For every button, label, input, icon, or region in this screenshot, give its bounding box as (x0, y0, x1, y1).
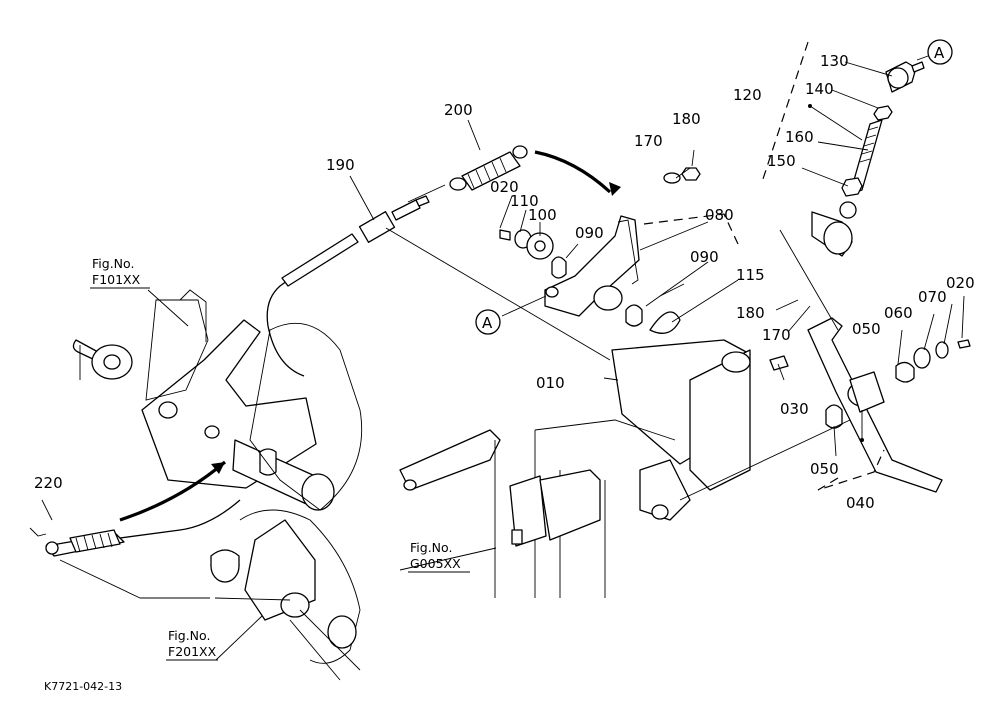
fig-ref-g005-label: Fig.No. (410, 540, 452, 555)
fig-ref-f101-label: Fig.No. (92, 256, 134, 271)
callout-050: 050 (852, 320, 881, 338)
diagram-code: K7721-042-13 (44, 680, 122, 693)
callout-170: 170 (762, 326, 791, 344)
callout-115: 115 (736, 266, 765, 284)
callout-090: 090 (575, 224, 604, 242)
fig-ref-g005-number: G005XX (410, 556, 461, 571)
marker-a-left-label: A (482, 314, 493, 332)
figure-references: Fig.No. F101XX Fig.No. G005XX Fig.No. F2… (90, 256, 470, 661)
fig-ref-f201-number: F201XX (168, 644, 217, 659)
linkage-rod-assembly (807, 61, 971, 493)
callout-010: 010 (536, 374, 565, 392)
callout-060: 060 (884, 304, 913, 322)
leader-lines (41, 61, 965, 661)
callout-150: 150 (767, 152, 796, 170)
callout-labels: 130 140 120 160 150 200 180 170 190 020 … (34, 52, 975, 512)
callout-120: 120 (733, 86, 762, 104)
marker-a-top-label: A (934, 44, 945, 62)
callout-070: 070 (918, 288, 947, 306)
return-spring (449, 145, 528, 191)
callout-200: 200 (444, 101, 473, 119)
marker-a-top (927, 39, 953, 65)
callout-180: 180 (672, 110, 701, 128)
fig-ref-f201-label: Fig.No. (168, 628, 210, 643)
callout-140: 140 (805, 80, 834, 98)
marker-a-left (475, 309, 501, 335)
center-bracket-assembly (499, 167, 789, 521)
callout-190: 190 (326, 156, 355, 174)
callout-130: 130 (820, 52, 849, 70)
callout-220: 220 (34, 474, 63, 492)
fig-ref-f101-number: F101XX (92, 272, 141, 287)
group-brackets (643, 41, 885, 491)
callout-080: 080 (705, 206, 734, 224)
view-markers: A A (475, 39, 953, 335)
callout-090: 090 (690, 248, 719, 266)
callout-050: 050 (810, 460, 839, 478)
callout-020: 020 (946, 274, 975, 292)
pedal-bracket-assembly (72, 289, 363, 681)
callout-030: 030 (780, 400, 809, 418)
frame-reference (399, 419, 676, 598)
assembly-arrows (119, 150, 621, 522)
control-cable (29, 184, 446, 557)
callout-180: 180 (736, 304, 765, 322)
callout-100: 100 (528, 206, 557, 224)
callout-020: 020 (490, 178, 519, 196)
callout-170: 170 (634, 132, 663, 150)
callout-160: 160 (785, 128, 814, 146)
callout-040: 040 (846, 494, 875, 512)
callout-110: 110 (510, 192, 539, 210)
